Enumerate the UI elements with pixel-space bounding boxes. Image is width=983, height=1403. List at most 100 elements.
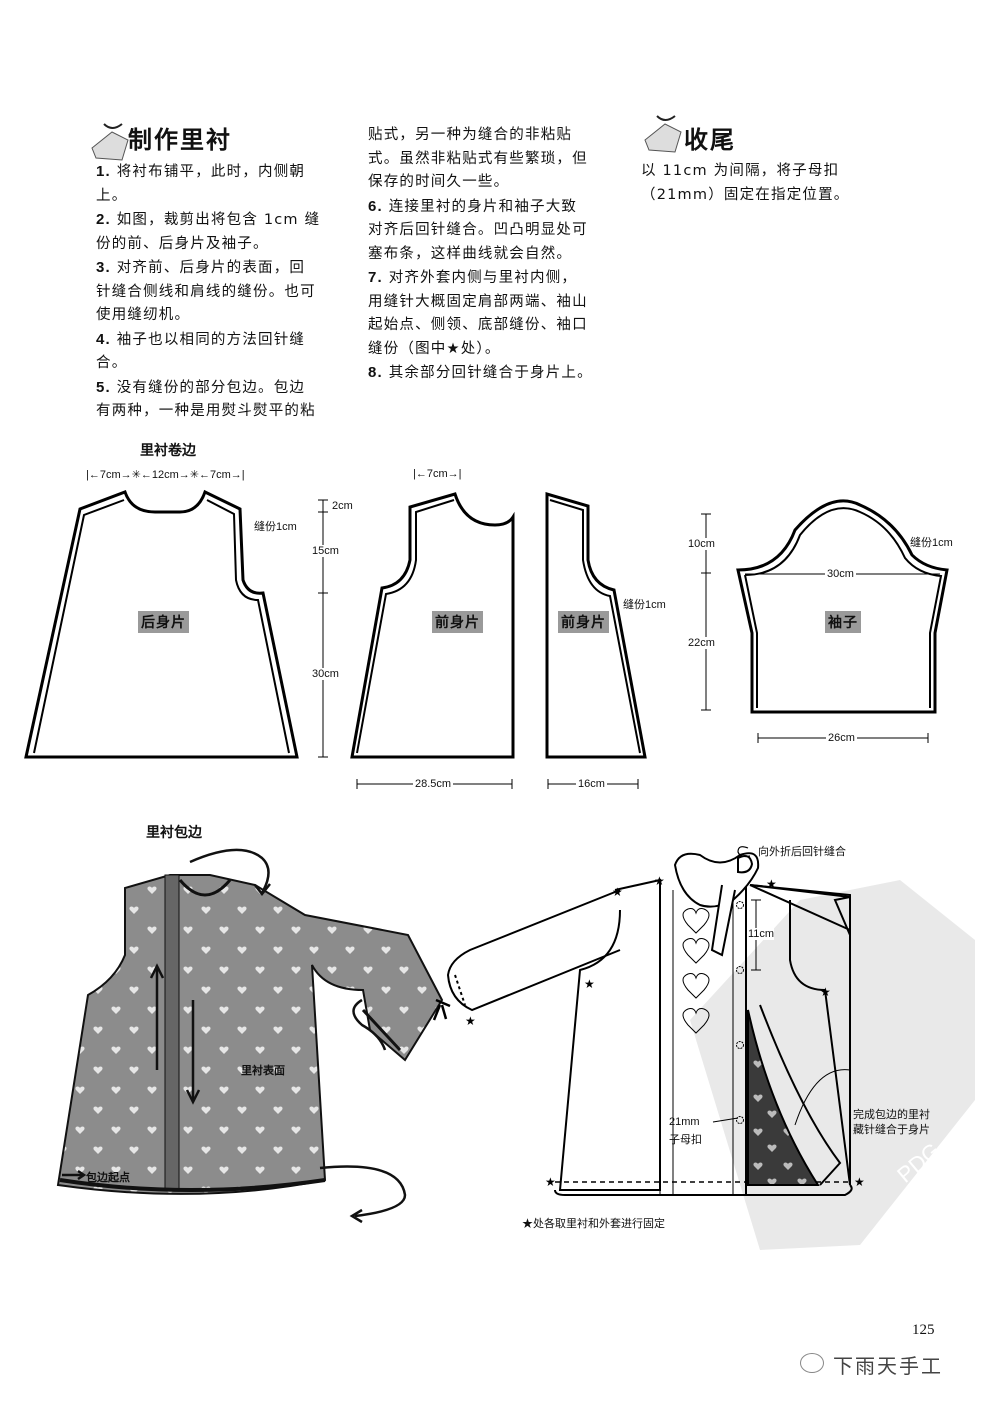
lining-steps-column-2: 贴式，另一种为缝合的非粘贴式。虽然非粘贴式有些繁琐，但保存的时间久一些。 6. 连… [368, 124, 630, 386]
step-text: 使用缝纫机。 [96, 307, 191, 323]
sleeve-bottom-width: 26cm [826, 732, 857, 744]
step-number: 7. [368, 269, 383, 286]
step-line: 份的前、后身片及袖子。 [96, 233, 358, 257]
step-line: 使用缝纫机。 [96, 304, 358, 328]
height-dim-2cm: 2cm [332, 500, 353, 512]
front-left-piece-label: 前身片 [432, 611, 483, 633]
step-text: 其余部分回针缝合于身片上。 [382, 365, 593, 381]
front-left-width: 28.5cm [413, 778, 454, 790]
step-text: 有两种，一种是用熨斗熨平的粘 [96, 403, 316, 419]
sleeve-seam-label: 缝份1cm [910, 537, 953, 549]
page-number: 125 [912, 1322, 935, 1338]
lining-leader-line [794, 1069, 851, 1126]
finish-text: 以 11cm 为间隔，将子母扣 （21mm）固定在指定位置。 [641, 160, 911, 207]
step-text: 如图，裁剪出将包含 1cm 缝 [110, 212, 321, 228]
svg-text:★: ★ [766, 877, 777, 891]
step-line: 针缝合侧线和肩线的缝份。也可 [96, 281, 358, 305]
step-number: 8. [368, 364, 383, 381]
binding-diagram-title: 里衬包边 [146, 825, 202, 841]
back-piece-label: 后身片 [138, 611, 189, 633]
step-text: 对齐前、后身片的表面，回 [110, 260, 306, 276]
front-right-piece-label: 前身片 [558, 611, 609, 633]
section-title-lining: 制作里衬 [128, 120, 232, 155]
back-piece-pattern [24, 489, 299, 759]
back-seam-label: 缝份1cm [254, 521, 297, 533]
sewing-icon-2 [644, 115, 682, 153]
snap-leader-line [712, 1117, 739, 1123]
step-text: 缝份（图中★处）。 [368, 340, 501, 357]
sleeve-pattern [736, 499, 949, 714]
step-number: 3. [96, 259, 111, 276]
step-text: 合。 [96, 355, 128, 371]
snap-spacing-label: 11cm [748, 928, 775, 940]
step-text: 上。 [96, 187, 128, 204]
svg-text:★: ★ [545, 1175, 556, 1189]
binding-garment [56, 874, 444, 1195]
front-piece-left-pattern [350, 492, 515, 759]
sleeve-top-width: 30cm [825, 568, 856, 580]
step-line: 1. 将衬布铺平，此时，内侧朝 [96, 160, 358, 185]
step-number: 4. [96, 330, 111, 348]
step-line: 5. 没有缝份的部分包边。包边 [96, 376, 358, 401]
step-text: 没有缝份的部分包边。包边 [110, 379, 306, 396]
snap-type-label: 子母扣 [669, 1134, 702, 1146]
lining-steps-column-1: 1. 将衬布铺平，此时，内侧朝上。 2. 如图，裁剪出将包含 1cm 缝份的前、后… [96, 160, 358, 424]
step-line: 4. 袖子也以相同的方法回针缝 [96, 328, 358, 353]
svg-text:★: ★ [465, 1014, 476, 1028]
binding-start-label: 包边起点 [86, 1172, 130, 1184]
step-line: 2. 如图，裁剪出将包含 1cm 缝 [96, 208, 358, 233]
step-number: 1. [96, 163, 111, 180]
step-text: 连接里衬的身片和袖子大致 [382, 198, 578, 215]
folded-lining [747, 1009, 820, 1186]
sleeve-cap-height: 10cm [688, 538, 715, 550]
front-right-seam-label: 缝份1cm [623, 599, 666, 611]
brand-name: 下雨天手工 [833, 1354, 943, 1378]
step-line: 合。 [96, 352, 358, 376]
step-line: 对齐后回针缝合。凹凸明显处可 [368, 219, 630, 243]
step-line: 6. 连接里衬的身片和袖子大致 [368, 195, 630, 220]
step-line: 保存的时间久一些。 [368, 171, 630, 195]
step-text: 份的前、后身片及袖子。 [96, 235, 269, 252]
svg-text:★: ★ [612, 885, 623, 899]
step-line: 7. 对齐外套内侧与里衬内侧， [368, 266, 630, 291]
step-line: 贴式，另一种为缝合的非粘贴 [368, 124, 630, 148]
step-text: 将衬布铺平，此时，内侧朝 [110, 164, 306, 180]
section-title-finish: 收尾 [684, 120, 736, 155]
front-right-width: 16cm [576, 778, 607, 790]
front-top-dim-value: 7cm [426, 468, 448, 480]
svg-text:★: ★ [654, 874, 665, 888]
step-text: 保存的时间久一些。 [368, 174, 510, 190]
lining-edge [759, 1004, 842, 1186]
sleeve-piece-label: 袖子 [825, 611, 861, 633]
height-dim-30cm: 30cm [312, 668, 339, 680]
pattern-diagram-title: 里衬卷边 [140, 443, 196, 459]
height-dim-15cm: 15cm [312, 545, 339, 557]
step-number: 6. [368, 197, 383, 215]
fold-note: 向外折后回针缝合 [758, 846, 846, 858]
back-top-dimensions: |←7cm→✳←12cm→✳←7cm→| [86, 469, 245, 481]
step-text: 塞布条，这样曲线就会自然。 [368, 245, 573, 262]
front-piece-right-pattern [545, 491, 647, 759]
step-text: 贴式，另一种为缝合的非粘贴 [368, 127, 573, 143]
lining-note-2: 藏针缝合于身片 [853, 1124, 930, 1136]
step-number: 5. [96, 378, 111, 396]
fold-arrow-icon [737, 846, 751, 858]
section-title-finish-text: 收尾 [684, 126, 736, 154]
binding-arrows [62, 848, 407, 1224]
step-line: 式。虽然非粘贴式有些繁琐，但 [368, 148, 630, 172]
svg-text:★: ★ [854, 1175, 865, 1189]
lining-surface-label: 里衬表面 [241, 1065, 285, 1077]
step-number: 2. [96, 211, 111, 228]
step-text: 袖子也以相同的方法回针缝 [110, 331, 306, 348]
svg-text:★: ★ [820, 985, 831, 999]
step-line: 起始点、侧领、底部缝份、袖口 [368, 314, 630, 338]
step-text: 对齐外套内侧与里衬内侧， [382, 270, 578, 286]
step-text: 针缝合侧线和肩线的缝份。也可 [96, 283, 316, 300]
finished-jacket [432, 852, 853, 1196]
section-title-lining-text: 制作里衬 [128, 126, 232, 154]
finish-line-2: （21mm）固定在指定位置。 [641, 186, 850, 203]
finish-line-1: 以 11cm 为间隔，将子母扣 [641, 163, 840, 179]
step-text: 对齐后回针缝合。凹凸明显处可 [368, 222, 588, 238]
step-line: 缝份（图中★处）。 [368, 338, 630, 362]
